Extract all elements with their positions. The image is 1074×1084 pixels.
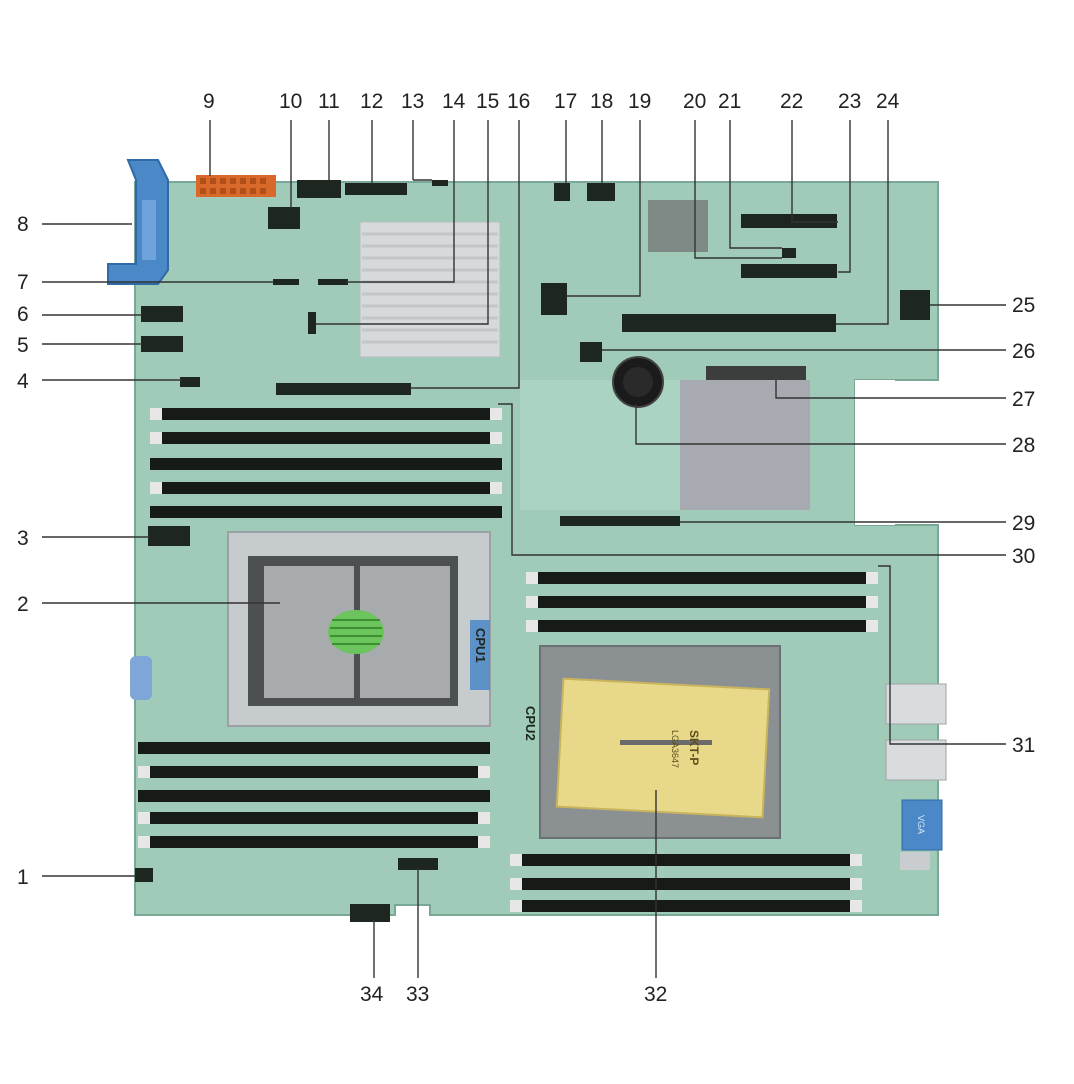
callout-4: 4 <box>17 370 29 393</box>
callout-34: 34 <box>360 983 384 1006</box>
socket-model-label: LGA3647 <box>670 730 680 768</box>
pcie-risers <box>276 200 930 526</box>
connector-19 <box>541 283 567 315</box>
cpu2-socket: LGA3647 SKT-P CPU2 <box>523 645 781 839</box>
callout-11: 11 <box>318 90 340 113</box>
connector-16 <box>276 383 411 395</box>
board-cutout <box>855 380 895 525</box>
left-blue-tab <box>130 656 152 700</box>
callout-24: 24 <box>876 90 900 113</box>
callout-19: 19 <box>628 90 651 113</box>
cpu2-dimm-bank-lower <box>510 854 862 912</box>
callout-7: 7 <box>17 271 29 294</box>
cpu2-dimm-bank-upper <box>526 572 878 632</box>
callout-labels: 1 2 3 4 5 6 7 8 9 10 11 12 13 14 15 16 1… <box>17 90 1035 1006</box>
callout-21: 21 <box>718 90 741 113</box>
left-edge-parts <box>107 159 200 882</box>
callout-32: 32 <box>644 983 667 1006</box>
network-port-1 <box>885 683 947 725</box>
connector-12 <box>345 183 407 195</box>
bmc-chip <box>648 200 708 252</box>
callout-16: 16 <box>507 90 530 113</box>
cpu2-label: CPU2 <box>523 706 538 741</box>
blue-latch <box>107 159 169 285</box>
callout-18: 18 <box>590 90 613 113</box>
cpu1-label: CPU1 <box>473 628 488 663</box>
blue-latch-highlight <box>142 200 156 260</box>
connector-17 <box>554 183 570 201</box>
riser-slot-24 <box>622 314 836 332</box>
callout-leaders <box>42 120 1006 978</box>
callout-13: 13 <box>401 90 424 113</box>
riser-shield <box>680 380 810 510</box>
connector-1 <box>135 868 153 882</box>
callout-1: 1 <box>17 866 29 889</box>
connector-10 <box>268 207 300 229</box>
cpu1-dimm-bank-lower <box>138 742 490 922</box>
rear-io: VGA <box>885 683 947 870</box>
top-connectors <box>196 175 615 229</box>
connector-26 <box>580 342 602 362</box>
socket-name-label: SKT-P <box>687 730 701 765</box>
callout-5: 5 <box>17 334 29 357</box>
callout-20: 20 <box>683 90 706 113</box>
callout-28: 28 <box>1012 434 1035 457</box>
connector-6 <box>141 306 183 322</box>
cpu-power-connector-3 <box>148 526 190 546</box>
connector-21 <box>782 248 796 258</box>
connector-29 <box>560 516 680 526</box>
callout-33: 33 <box>406 983 429 1006</box>
vga-port <box>901 799 943 851</box>
callout-10: 10 <box>279 90 302 113</box>
cpu1-socket: CPU1 <box>227 531 491 727</box>
callout-27: 27 <box>1012 388 1035 411</box>
callout-31: 31 <box>1012 734 1035 757</box>
connector-14 <box>318 279 348 285</box>
rear-usb <box>900 852 930 870</box>
callout-30: 30 <box>1012 545 1035 568</box>
callout-29: 29 <box>1012 512 1035 535</box>
callout-26: 26 <box>1012 340 1035 363</box>
callout-8: 8 <box>17 213 29 236</box>
riser-slot-23 <box>741 264 837 278</box>
callout-14: 14 <box>442 90 466 113</box>
callout-9: 9 <box>203 90 215 113</box>
callout-2: 2 <box>17 593 29 616</box>
connector-15 <box>308 312 316 334</box>
connector-33 <box>398 858 438 870</box>
cpu1-dimm-bank-upper <box>150 408 502 518</box>
network-port-2 <box>885 739 947 781</box>
callout-25: 25 <box>1012 294 1035 317</box>
callout-6: 6 <box>17 303 29 326</box>
callout-12: 12 <box>360 90 383 113</box>
riser-slot-22 <box>741 214 837 228</box>
callout-17: 17 <box>554 90 577 113</box>
callout-23: 23 <box>838 90 861 113</box>
connector-7 <box>273 279 299 285</box>
pch-heatsink <box>359 221 501 358</box>
power-connector-34 <box>350 904 390 922</box>
callout-3: 3 <box>17 527 29 550</box>
connector-18 <box>587 183 615 201</box>
connector-13 <box>432 180 448 186</box>
callout-15: 15 <box>476 90 499 113</box>
cpu1-pad-center <box>328 610 384 654</box>
connector-5 <box>141 336 183 352</box>
connector-25 <box>900 290 930 320</box>
connector-4 <box>180 377 200 387</box>
vga-label: VGA <box>916 815 926 834</box>
connector-11 <box>297 180 341 198</box>
callout-22: 22 <box>780 90 803 113</box>
riser-connector-27 <box>706 366 806 380</box>
